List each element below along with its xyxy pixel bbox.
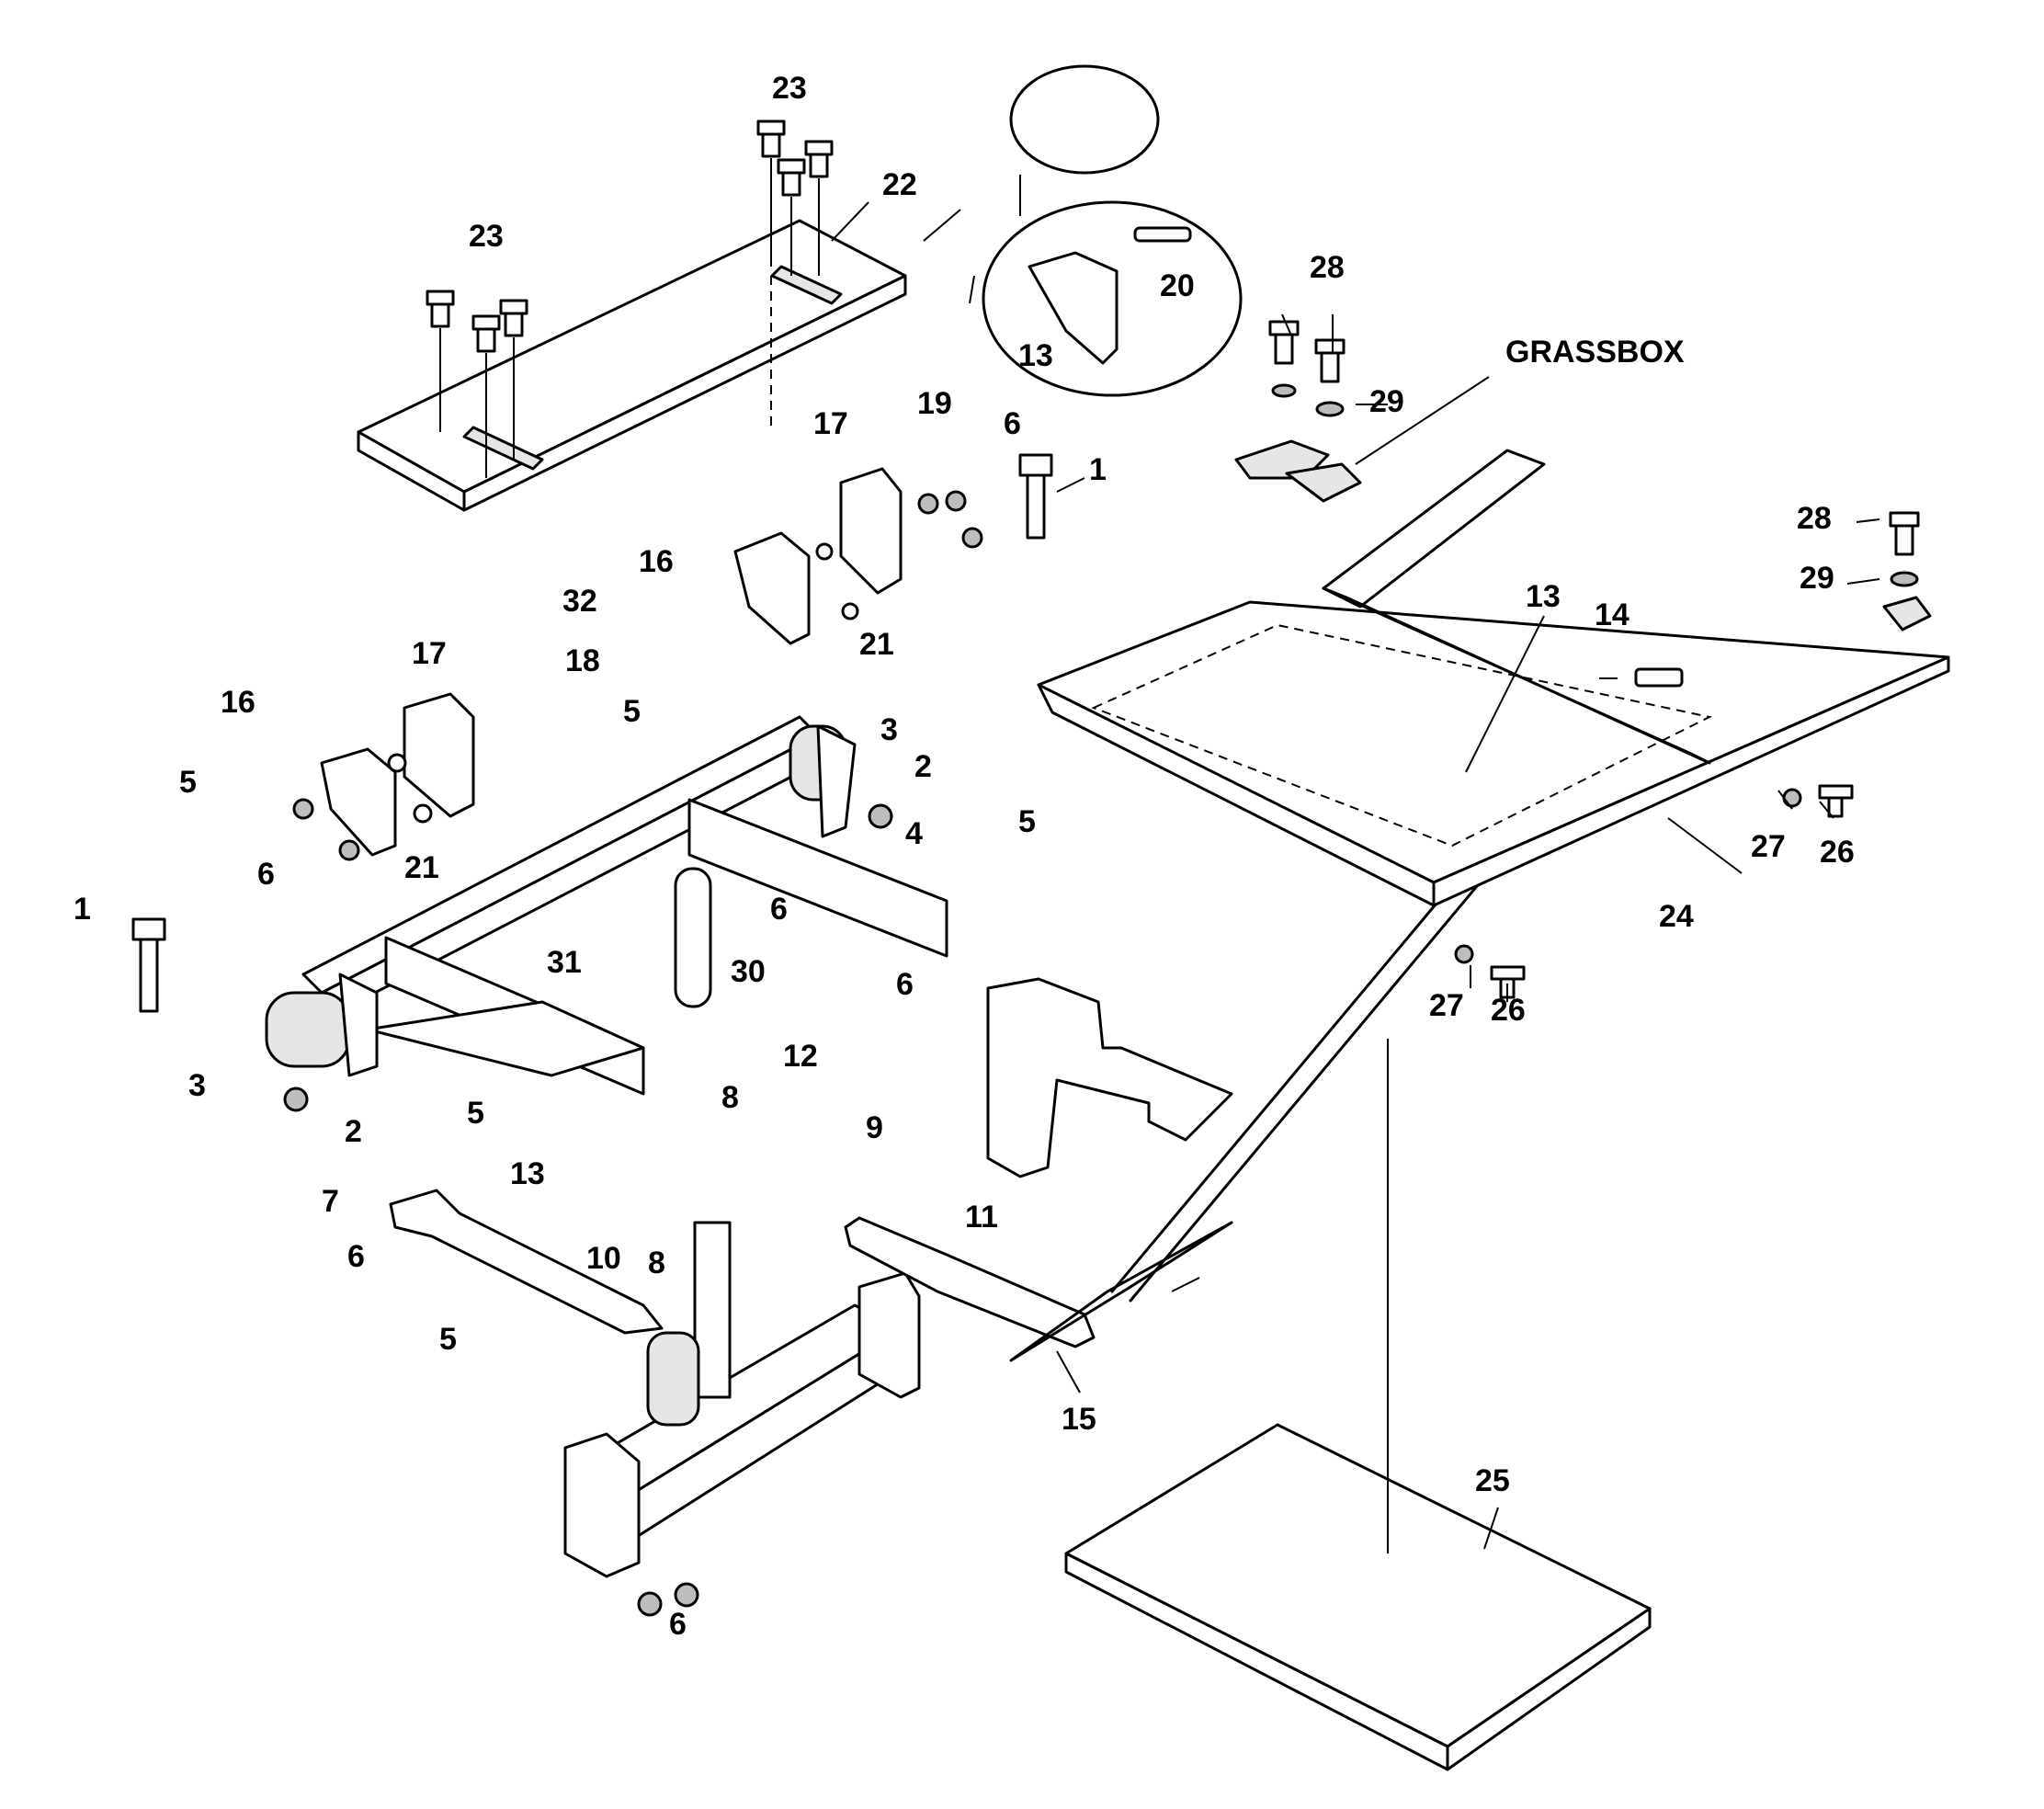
- label-6-center: 6: [770, 892, 788, 927]
- inset-detail: [982, 64, 1243, 397]
- top-cover-plate: [357, 219, 907, 512]
- label-13-lower: 13: [510, 1156, 545, 1191]
- label-6-lowerleft: 6: [347, 1239, 365, 1274]
- label-24: 24: [1659, 899, 1694, 934]
- label-15: 15: [1062, 1402, 1096, 1437]
- label-14: 14: [1595, 597, 1630, 632]
- label-16-left: 16: [221, 685, 255, 720]
- label-5-right: 5: [1018, 804, 1036, 839]
- label-2-left: 2: [345, 1114, 362, 1149]
- label-5-center: 5: [623, 694, 641, 729]
- label-21-upper: 21: [859, 627, 894, 662]
- label-17-left: 17: [412, 636, 447, 671]
- label-6-upper: 6: [1004, 406, 1021, 441]
- label-1-upper: 1: [1089, 452, 1107, 487]
- label-2-right: 2: [914, 749, 932, 784]
- grassbox-fittings: [1234, 320, 1932, 999]
- label-6-bottom: 6: [669, 1607, 687, 1642]
- label-3-right: 3: [880, 712, 898, 747]
- main-frame: [301, 715, 948, 1096]
- label-29-right: 29: [1800, 561, 1834, 596]
- label-11: 11: [965, 1200, 998, 1234]
- label-23-left: 23: [469, 219, 504, 254]
- long-bolts: [131, 453, 1053, 1013]
- rubber-mounts: [265, 724, 893, 1112]
- label-1-left: 1: [74, 892, 91, 927]
- label-32: 32: [562, 584, 597, 619]
- label-8-upper: 8: [721, 1080, 739, 1115]
- arm-7: [389, 1189, 664, 1335]
- label-6-mid: 6: [896, 967, 914, 1002]
- label-13-inset: 13: [1018, 338, 1053, 373]
- label-3-left: 3: [188, 1068, 206, 1103]
- brackets-upper: [733, 467, 983, 645]
- label-12: 12: [783, 1039, 818, 1074]
- brackets-left: [292, 692, 475, 861]
- label-5-bottom: 5: [439, 1322, 457, 1357]
- label-19: 19: [917, 386, 952, 421]
- label-4: 4: [905, 816, 923, 851]
- label-25: 25: [1475, 1463, 1510, 1498]
- bolts-23: [426, 119, 834, 353]
- label-6-left: 6: [257, 857, 275, 892]
- label-10: 10: [586, 1241, 621, 1276]
- label-27-right: 27: [1751, 829, 1786, 864]
- label-28-top: 28: [1310, 250, 1345, 285]
- label-8-lower: 8: [648, 1246, 665, 1280]
- label-26-lower: 26: [1491, 993, 1526, 1028]
- grassbox-frame: [1037, 449, 1950, 907]
- mat-25: [1064, 1039, 1652, 1771]
- label-30: 30: [731, 954, 766, 989]
- label-23-top: 23: [772, 71, 807, 106]
- label-28-right: 28: [1797, 501, 1832, 536]
- lower-side-plate: [986, 977, 1233, 1178]
- label-21-left: 21: [404, 850, 439, 885]
- lower-axle-assembly: [563, 1221, 921, 1617]
- label-18: 18: [565, 643, 600, 678]
- leader-lines: [831, 201, 1880, 1550]
- label-16-upper: 16: [639, 544, 674, 579]
- label-7: 7: [322, 1184, 339, 1219]
- callout-labels: 23 22 23 20 13 28 GRASSBOX 29 19 6 17 1 …: [74, 71, 1855, 1642]
- label-17-upper: 17: [813, 406, 848, 441]
- label-13-grassbox: 13: [1526, 579, 1561, 614]
- label-9: 9: [866, 1110, 883, 1145]
- label-20: 20: [1160, 268, 1195, 303]
- label-5-lowerleft: 5: [467, 1096, 484, 1131]
- label-22: 22: [882, 167, 917, 202]
- label-grassbox: GRASSBOX: [1505, 335, 1685, 370]
- label-27-lower: 27: [1429, 988, 1464, 1023]
- cylinder-30: [674, 867, 712, 1008]
- label-5-left: 5: [179, 765, 197, 800]
- label-31: 31: [547, 945, 582, 980]
- label-26-right: 26: [1820, 835, 1855, 870]
- guide-lines-top: [439, 158, 820, 478]
- label-29-top: 29: [1369, 384, 1404, 419]
